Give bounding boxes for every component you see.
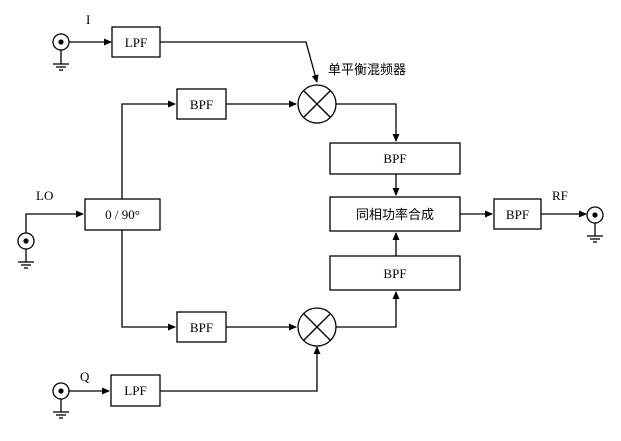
- q-label: Q: [80, 369, 90, 384]
- bpf-lo-bottom-block: BPF: [176, 311, 227, 343]
- wire-mixer-bottom-to-bpf: [336, 291, 400, 328]
- phase-splitter-label: 0 / 90°: [105, 207, 140, 222]
- wire-lpf-q-to-mixer: [160, 346, 321, 392]
- rf-output-port: [586, 206, 604, 243]
- mixer-bottom: [297, 307, 337, 347]
- bpf-lo-bottom-label: BPF: [190, 320, 213, 335]
- lo-label: LO: [36, 188, 53, 203]
- bpf-mix-top-label: BPF: [383, 151, 406, 166]
- wire-lpf-i-to-mixer: [160, 41, 319, 83]
- bpf-lo-top-label: BPF: [190, 97, 213, 112]
- lo-input-port: [17, 232, 35, 269]
- wire-splitter-to-bpf-top: [121, 100, 176, 199]
- wire-lo-to-splitter: [25, 210, 84, 233]
- rf-label: RF: [552, 188, 568, 203]
- bpf-mix-bottom-block: BPF: [329, 255, 461, 291]
- combiner-label: 同相功率合成: [356, 207, 434, 223]
- mixer-top: [297, 84, 337, 124]
- bpf-lo-top-block: BPF: [176, 88, 227, 120]
- bpf-mix-bottom-label: BPF: [383, 266, 406, 281]
- bpf-mix-top-block: BPF: [329, 142, 461, 175]
- q-input-port: [52, 382, 70, 419]
- wire-mixer-top-to-bpf: [336, 103, 400, 142]
- lpf-q-block: LPF: [110, 374, 161, 407]
- lpf-i-block: LPF: [111, 26, 161, 58]
- phase-splitter-block: 0 / 90°: [84, 198, 161, 231]
- mixer-annotation: 单平衡混频器: [328, 63, 406, 78]
- i-label: I: [86, 12, 90, 27]
- combiner-block: 同相功率合成: [329, 196, 461, 232]
- wire-splitter-to-bpf-bottom: [121, 230, 176, 331]
- bpf-out-block: BPF: [493, 198, 542, 230]
- lpf-q-label: LPF: [124, 383, 146, 398]
- lpf-i-label: LPF: [125, 35, 147, 50]
- bpf-out-label: BPF: [506, 207, 529, 222]
- i-input-port: [52, 33, 70, 71]
